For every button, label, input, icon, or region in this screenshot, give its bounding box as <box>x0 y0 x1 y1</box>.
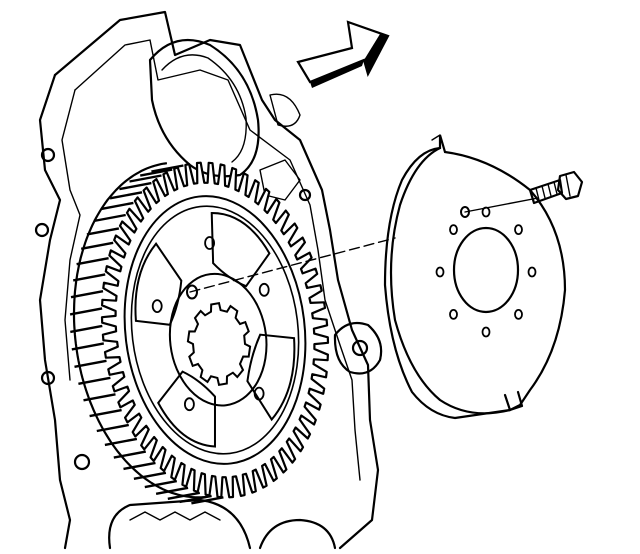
gear-helical-tooth <box>69 307 103 316</box>
gear-helical-tooth <box>83 393 116 402</box>
gear-helical-tooth <box>123 461 156 471</box>
thrust-plate-bolt-hole <box>460 206 470 218</box>
alignment-line-plate-to-bolt <box>464 197 539 213</box>
gear-helical-tooth <box>80 241 114 250</box>
gear-helical-tooth <box>89 408 122 418</box>
alignment-line <box>189 197 539 293</box>
gear-helical-tooth <box>155 486 189 495</box>
gear-rim-outer <box>123 195 307 465</box>
thrust-plate-hole <box>449 224 458 236</box>
thrust-plate-center-bore <box>452 226 520 314</box>
gear-face <box>123 195 307 465</box>
thrust-plate-holes <box>435 206 537 338</box>
thrust-plate-hole <box>449 308 458 320</box>
thrust-plate <box>383 134 567 420</box>
gear-helical-tooth <box>70 290 104 299</box>
gear-rim-inner <box>130 205 300 455</box>
gear-helical-tooth <box>129 174 162 183</box>
gear-lightening-hole <box>134 242 183 326</box>
gear-helical-tooth <box>167 491 201 500</box>
gear-splined-bore <box>186 302 252 386</box>
gear-lightening-hole <box>210 212 271 288</box>
gear-helical-tooth <box>179 494 212 504</box>
cover-bolt-hole <box>40 147 56 163</box>
gear-helical-tooth <box>70 324 103 334</box>
bolt-threads <box>535 181 558 201</box>
gear-helical-tooth <box>78 376 111 385</box>
gear-helical-tooth <box>133 471 167 480</box>
thrust-plate-hole <box>435 266 445 278</box>
gear-bolt-hole <box>151 299 163 314</box>
gear-helical-tooth <box>86 227 120 236</box>
gear-helical-tooth <box>72 273 106 282</box>
gear-bolt-hole <box>204 236 216 250</box>
gear-helical-tooth <box>191 496 224 505</box>
cover-bolt-hole <box>40 370 56 386</box>
thrust-plate-hole <box>514 224 523 236</box>
gear-bolt-hole <box>258 282 270 297</box>
direction-arrow-shadow <box>364 34 388 74</box>
gear-alignment-hole <box>186 284 198 300</box>
cover-bolt-hole <box>298 188 312 202</box>
cover-bolt-hole <box>34 222 50 238</box>
gear-helical-tooth <box>104 437 138 447</box>
gear-bolt-hole <box>253 386 265 401</box>
alignment-dash-gear-to-plate <box>189 237 396 293</box>
thrust-plate-hole <box>481 326 491 338</box>
direction-arrow-shadow <box>310 60 364 88</box>
gear-helical-tooth <box>144 479 178 489</box>
gear-helical-tooth <box>101 201 134 211</box>
bolt-head <box>556 170 584 201</box>
thrust-plate-hole <box>514 308 523 320</box>
gear-helical-tooth <box>96 423 130 433</box>
gear-lightening-hole <box>157 370 216 448</box>
direction-arrow <box>296 20 390 88</box>
cover-bolt-hole <box>73 453 91 471</box>
gear-lightening-hole <box>246 333 296 422</box>
gear-helical-tooth <box>119 181 152 191</box>
gear-helical-tooth <box>74 359 107 368</box>
gear-helical-tooth <box>93 213 126 223</box>
gear-helical-tooth <box>76 257 109 266</box>
cover-bolt-hole <box>351 339 369 357</box>
thrust-plate-hole <box>527 266 537 278</box>
gear-helical-tooth <box>109 191 143 200</box>
gear-helical-tooth <box>113 450 147 459</box>
bolt <box>528 170 584 205</box>
camshaft-gear <box>69 161 330 505</box>
gear-bolt-hole <box>183 397 195 412</box>
gear-side-rim <box>72 162 208 499</box>
gear-helical-tooth <box>139 168 173 177</box>
gear-helical-tooth <box>71 342 105 351</box>
gear-hub <box>168 272 268 407</box>
